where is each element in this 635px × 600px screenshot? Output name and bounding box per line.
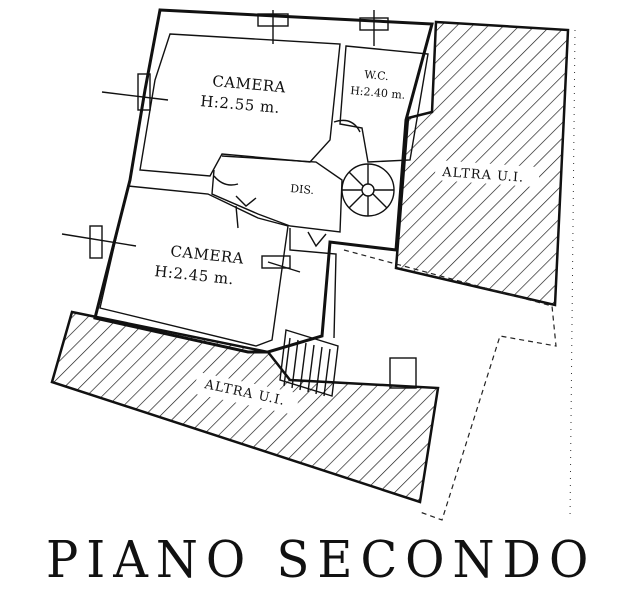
stair-landing-walls [289, 228, 337, 339]
room-wc-height: H:2.40 m. [350, 84, 406, 102]
straight-staircase [279, 329, 417, 397]
other-unit-right-label: ALTRA U.I. [441, 165, 525, 186]
spiral-staircase [341, 163, 395, 217]
room-camera-top-name: CAMERA [212, 72, 287, 96]
room-wc [339, 45, 429, 163]
dotted-line-right [569, 29, 576, 521]
door-swings [213, 119, 361, 248]
exterior-wall [93, 8, 434, 354]
room-wc-name: W.C. [364, 68, 389, 83]
other-unit-bottom-area [50, 310, 440, 504]
window-marks [61, 10, 389, 273]
room-camera-bottom-height: H:2.45 m. [154, 262, 235, 288]
other-unit-right-label-group: ALTRA U.I. [434, 160, 540, 188]
room-camera-top-height: H:2.55 m. [200, 92, 281, 117]
room-dis-name: DIS. [290, 182, 315, 197]
floor-title: PIANO SECONDO [46, 530, 597, 590]
room-camera-bottom [99, 185, 289, 347]
corridor-walls [211, 155, 343, 233]
